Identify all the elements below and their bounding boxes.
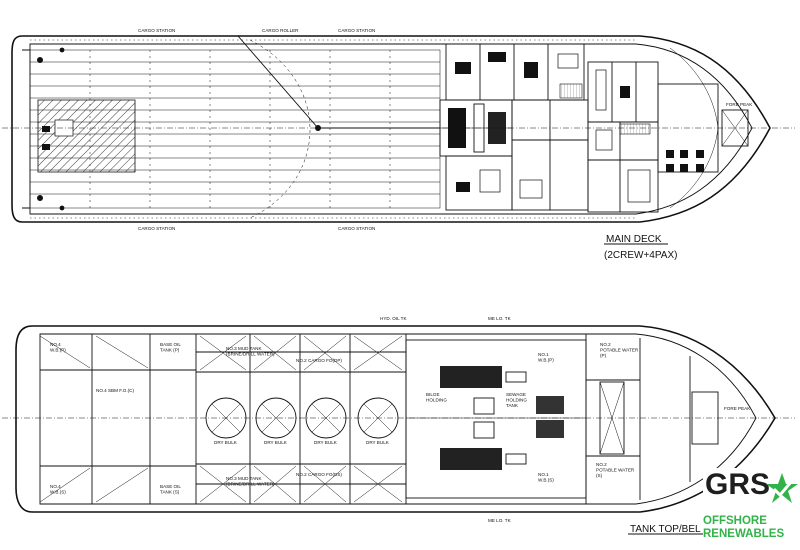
- label-me-lo-s: ME LO. TK: [488, 518, 512, 523]
- tank-top-title: TANK TOP/BEL: [630, 524, 701, 535]
- main-deck-title: MAIN DECK: [606, 234, 662, 245]
- stern-tanks: [40, 334, 197, 504]
- label-fore-peak-main: FORE PEAK: [726, 102, 753, 107]
- logo-star-icon: [766, 473, 798, 503]
- hatched-stern-area: [37, 99, 136, 173]
- logo-grs-text: GRS: [705, 468, 771, 501]
- label-no4-sbm: NO.4 SBM F.O.(C): [96, 388, 134, 393]
- engine-room: [405, 339, 587, 499]
- stern-bitts: [37, 47, 65, 211]
- label-cargo-fo-s: NO.2 CARGO FO(DS): [296, 472, 342, 477]
- main-deck-hull-outline: [11, 35, 771, 223]
- forward-tanks: [585, 334, 719, 504]
- label-hyd-oil: HYD. OIL TK: [380, 316, 407, 321]
- room-furniture: [455, 52, 704, 203]
- main-deck-subtitle: (2CREW+4PAX): [604, 250, 677, 261]
- label-dry-bulk-2: DRY BULK: [264, 440, 288, 445]
- label-cargo-roller: CARGO ROLLER: [262, 28, 299, 33]
- label-mud-tank-s: NO.3 MUD TANK(BRINE/DRILL WATER): [226, 476, 275, 486]
- main-deck-plan: CARGO STATION CARGO ROLLER CARGO STATION…: [2, 28, 795, 261]
- logo-renewables-text: RENEWABLES: [703, 528, 785, 540]
- accommodation-block: [445, 43, 719, 213]
- bulwark-ticks-top: [30, 39, 636, 219]
- label-cargo-station-br: CARGO STATION: [338, 226, 375, 231]
- fore-peak-box: [721, 109, 749, 147]
- cargo-roller-line: [237, 35, 319, 129]
- label-dry-bulk-1: DRY BULK: [214, 440, 238, 445]
- label-cargo-station-tr: CARGO STATION: [338, 28, 375, 33]
- label-cargo-fo-p: NO.2 CARGO FO(DP): [296, 358, 342, 363]
- tank-crosses: [39, 335, 403, 503]
- label-cargo-station-tl: CARGO STATION: [138, 28, 175, 33]
- label-cargo-station-bl: CARGO STATION: [138, 226, 175, 231]
- dry-bulk-tanks: [205, 397, 399, 439]
- tank-top-hull-outline: [15, 325, 776, 513]
- label-mud-tank-p: NO.3 MUD TANK(BRINE/DRILL WATER): [226, 346, 275, 356]
- label-dry-bulk-3: DRY BULK: [314, 440, 338, 445]
- label-me-lo-p: ME LO. TK: [488, 316, 512, 321]
- swing-arc: [249, 39, 311, 219]
- stair: [559, 83, 583, 99]
- label-fore-peak-tank: FORE PEAK: [724, 406, 751, 411]
- grs-offshore-renewables-logo: GRS OFFSHORE RENEWABLES: [703, 468, 800, 550]
- label-dry-bulk-4: DRY BULK: [366, 440, 390, 445]
- logo-offshore-text: OFFSHORE: [703, 515, 767, 527]
- winch-machinery: [439, 99, 513, 157]
